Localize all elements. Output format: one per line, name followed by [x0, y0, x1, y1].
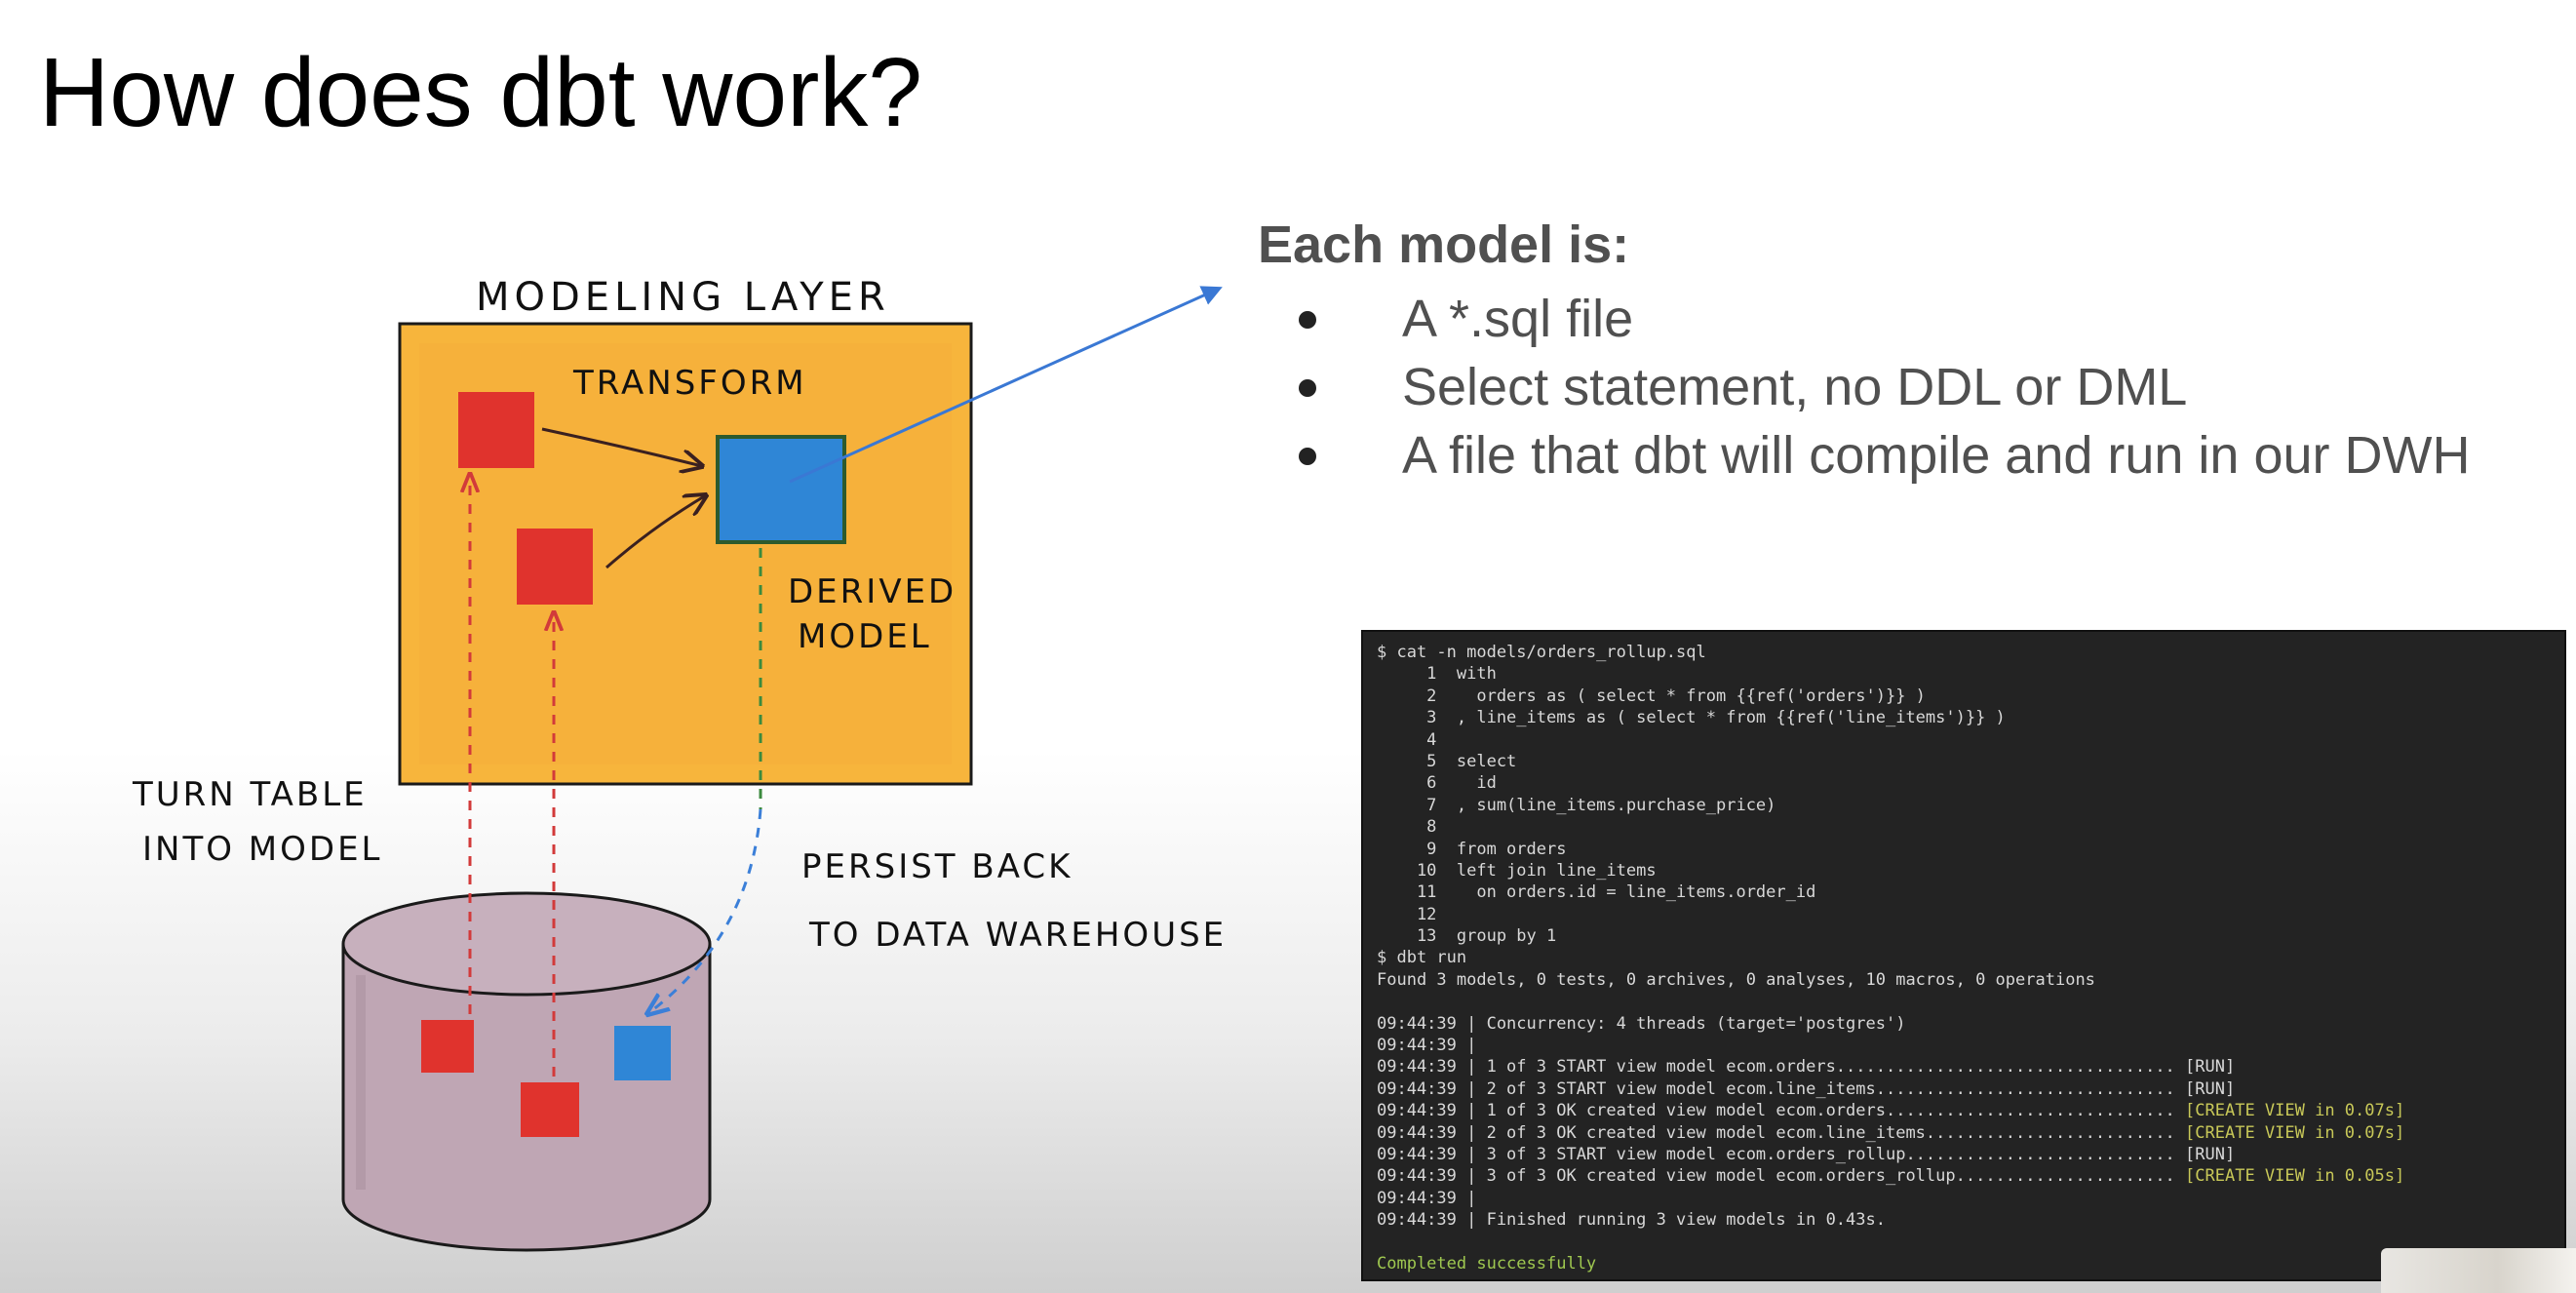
turn-table-label-line-2: INTO MODEL	[142, 830, 383, 869]
terminal-line: 09:44:39 | 1 of 3 OK created view model …	[1377, 1100, 2551, 1121]
terminal-line	[1377, 991, 2551, 1012]
terminal-line	[1377, 1232, 2551, 1253]
terminal-line: 09:44:39 | Finished running 3 view model…	[1377, 1210, 1886, 1231]
persist-label-line-1: PERSIST BACK	[801, 847, 1073, 886]
terminal-line: 6 id	[1377, 773, 1497, 794]
terminal-line-text: 09:44:39 | 3 of 3 OK created view model …	[1377, 1166, 2186, 1187]
terminal-output: $ cat -n models/orders_rollup.sql 1 with…	[1361, 630, 2566, 1281]
terminal-line: 4	[1377, 729, 1437, 750]
model-description: Each model is: A *.sql file Select state…	[1258, 215, 2477, 490]
derived-model-label-line-1: DERIVED	[788, 572, 956, 611]
persist-label-line-2: TO DATA WAREHOUSE	[808, 916, 1227, 955]
terminal-line: 09:44:39 | Concurrency: 4 threads (targe…	[1377, 1013, 1906, 1034]
warehouse-table-square-3	[614, 1026, 671, 1080]
warehouse-table-square-1	[421, 1020, 474, 1073]
terminal-line: 09:44:39 | 1 of 3 START view model ecom.…	[1377, 1057, 2236, 1078]
video-overlay-corner	[2381, 1248, 2576, 1293]
terminal-line: 3 , line_items as ( select * from {{ref(…	[1377, 708, 2006, 728]
transform-arrow-1	[541, 427, 702, 466]
bullet-icon	[1299, 379, 1316, 397]
page-title: How does dbt work?	[39, 38, 923, 147]
list-item-text: Select statement, no DDL or DML	[1402, 358, 2188, 416]
create-view-status: [CREATE VIEW in 0.05s]	[2185, 1166, 2405, 1187]
terminal-line: 5 select	[1377, 751, 1517, 771]
derived-model-label-line-2: MODEL	[798, 617, 932, 656]
terminal-line: 09:44:39 | 2 of 3 START view model ecom.…	[1377, 1078, 2236, 1099]
terminal-line: 13 group by 1	[1377, 926, 1557, 947]
terminal-line: Found 3 models, 0 tests, 0 archives, 0 a…	[1377, 969, 2095, 990]
list-item: A *.sql file	[1258, 285, 2477, 353]
bullet-icon	[1299, 311, 1316, 329]
list-item-text: A file that dbt will compile and run in …	[1402, 426, 2471, 485]
terminal-line-text: 09:44:39 | 2 of 3 OK created view model …	[1377, 1122, 2186, 1143]
transform-arrow-2	[605, 495, 706, 569]
model-to-list-arrow	[789, 286, 1223, 484]
transform-label: TRANSFORM	[572, 364, 807, 403]
terminal-line: 1 with	[1377, 664, 1497, 685]
derived-model-square	[716, 435, 846, 544]
source-model-square-2	[517, 529, 593, 605]
terminal-line: 8	[1377, 817, 1437, 838]
terminal-line: 09:44:39 |	[1377, 1036, 1477, 1056]
terminal-line: 09:44:39 | 2 of 3 OK created view model …	[1377, 1122, 2551, 1144]
terminal-line: $ cat -n models/orders_rollup.sql	[1377, 643, 1706, 662]
bullet-icon	[1299, 448, 1316, 465]
terminal-success-line: Completed successfully	[1377, 1253, 1597, 1273]
list-item: A file that dbt will compile and run in …	[1258, 421, 2477, 490]
terminal-line: 9 from orders	[1377, 839, 1567, 859]
modeling-layer-label: MODELING LAYER	[476, 275, 890, 320]
turn-table-label-line-1: TURN TABLE	[132, 775, 368, 814]
create-view-status: [CREATE VIEW in 0.07s]	[2185, 1101, 2405, 1121]
terminal-line-text: 09:44:39 | 1 of 3 OK created view model …	[1377, 1101, 2186, 1121]
terminal-line: 11 on orders.id = line_items.order_id	[1377, 882, 1816, 903]
terminal-line: 10 left join line_items	[1377, 860, 1657, 881]
model-bullet-list: A *.sql file Select statement, no DDL or…	[1258, 285, 2477, 490]
source-model-square-1	[458, 392, 534, 468]
terminal-line: 09:44:39 | 3 of 3 OK created view model …	[1377, 1165, 2551, 1187]
persist-dashed-arrow-blue	[647, 808, 762, 1014]
create-view-status: [CREATE VIEW in 0.07s]	[2185, 1122, 2405, 1143]
list-item: Select statement, no DDL or DML	[1258, 353, 2477, 421]
terminal-line: 09:44:39 |	[1377, 1188, 1477, 1208]
list-heading: Each model is:	[1258, 216, 1630, 274]
warehouse-table-square-2	[521, 1082, 579, 1137]
terminal-line: 2 orders as ( select * from {{ref('order…	[1377, 686, 1926, 706]
terminal-line: $ dbt run	[1377, 948, 1467, 968]
list-item-text: A *.sql file	[1402, 290, 1634, 348]
terminal-line: 7 , sum(line_items.purchase_price)	[1377, 795, 1776, 815]
terminal-line: 09:44:39 | 3 of 3 START view model ecom.…	[1377, 1144, 2236, 1164]
terminal-line: 12	[1377, 904, 1437, 924]
